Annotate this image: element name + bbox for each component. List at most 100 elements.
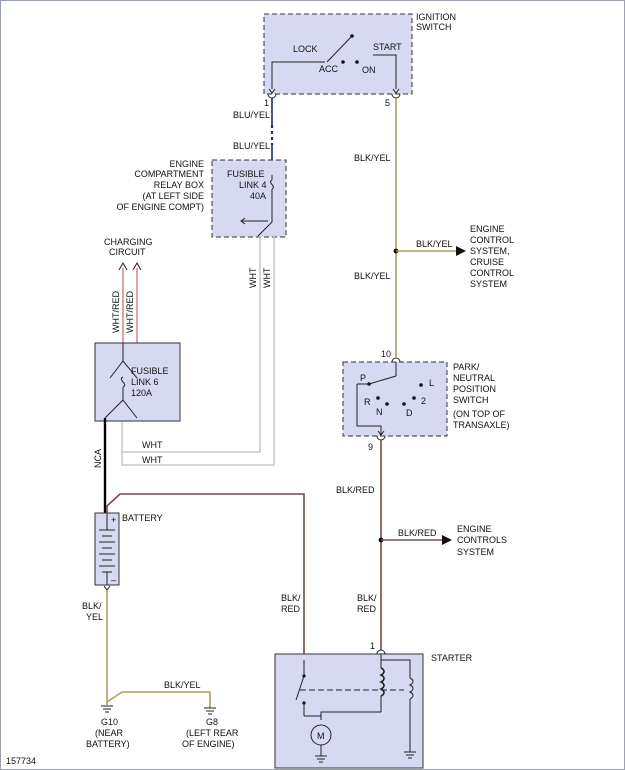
pn-connector-9 [376,435,386,441]
ignition-acc-contact [341,60,345,64]
starter-pull-in-coil [379,667,385,697]
wire-label-blk-yel-batt-1: BLK/ [82,601,102,611]
battery: + – BATTERY [94,512,163,591]
wire-label-blk-yel-ground: BLK/YEL [164,680,201,690]
pn-contact-l [419,383,423,387]
charging-arrow-icon-2 [132,261,142,271]
starter-connector-1 [376,649,386,655]
fusible-link-6-box [94,342,181,422]
wire-wht-inner [121,236,261,453]
charging-label-1: CHARGING [104,237,153,247]
engine-control-2-line-3: SYSTEM [457,547,494,557]
pn-contact-d [402,402,406,406]
arrow-right-icon-engine-control [456,246,466,256]
battery-label: BATTERY [122,513,163,523]
wire-label-blk-red-4b: RED [357,604,377,614]
starter-label: STARTER [431,653,473,663]
ignition-internal-wire-left [271,61,325,89]
ignition-lock-contact [350,34,354,38]
charging-circuit: CHARGING CIRCUIT WHT/RED WHT/RED [104,237,153,345]
ignition-switch: IGNITION SWITCH LOCK START ACC ON 1 5 [263,12,456,108]
fusible-link-6-lead-out-a [104,399,124,419]
ignition-acc-label: ACC [319,64,339,74]
ignition-internal-wire-right [373,54,397,89]
ignition-pin-1: 1 [264,98,269,108]
pn-label-6: TRANSAXLE) [453,420,510,430]
ground-g10-loc-2: BATTERY) [86,739,130,749]
pn-pos-p: P [360,373,366,383]
charging-arrow-icon-1 [118,261,128,271]
engine-control-1-line-6: SYSTEM [470,279,507,289]
ignition-switch-box [263,13,413,95]
wire-label-nca: NCA [93,449,103,468]
pn-label-3: POSITION [453,384,496,394]
pn-pos-r: R [364,397,371,407]
wire-label-blk-yel-2: BLK/YEL [416,239,453,249]
wire-label-blk-yel-3: BLK/YEL [354,271,391,281]
fusible-link-6: FUSIBLE LINK 6 120A [94,342,181,422]
engine-control-system-1: ENGINE CONTROL SYSTEM, CRUISE CONTROL SY… [470,224,514,289]
battery-plus: + [111,515,116,525]
wire-label-wht-red-1: WHT/RED [111,291,121,333]
ground-g8-loc-1: (LEFT REAR [186,728,239,738]
starter-pin-1: 1 [370,641,375,651]
fusible-link-4-lead [257,189,273,237]
arrow-right-icon-engine-controls [442,535,452,545]
relay-box-label-3: RELAY BOX [154,180,204,190]
ignition-on-contact [355,60,359,64]
battery-minus: – [111,575,116,585]
wire-label-wht-2: WHT [262,267,272,288]
ground-g8-name: G8 [206,717,218,727]
ignition-pin1-arrow [268,88,276,94]
engine-control-2-line-2: CONTROLS [457,535,507,545]
pn-label-4: SWITCH [453,395,489,405]
starter-box [274,653,424,769]
fusible-link-6-line-2: LINK 6 [131,377,159,387]
wire-label-blk-red-2: BLK/RED [398,528,437,538]
fusible-link-4-line-1: FUSIBLE [227,169,265,179]
pn-contact-2 [412,396,416,400]
pn-pos-d: D [406,408,413,418]
relay-box-label-4: (AT LEFT SIDE [142,191,204,201]
wire-label-wht-3: WHT [142,440,163,450]
pn-pos-l: L [429,378,434,388]
starter-contact-dot-top [302,674,306,678]
pn-pos-2: 2 [421,396,426,406]
pn-pos-n: N [376,407,383,417]
engine-control-2-line-1: ENGINE [457,524,492,534]
relay-box: ENGINE COMPARTMENT RELAY BOX (AT LEFT SI… [117,159,287,238]
engine-control-1-line-5: CONTROL [470,268,514,278]
wire-blk-yel-main: BLK/YEL BLK/YEL BLK/YEL [354,98,466,357]
park-neutral-switch: 10 P R N D 2 L 9 PARK/ NEUTRAL POSITION … [342,349,510,452]
wire-label-blk-red-4a: BLK/ [357,593,377,603]
wire-blk-red-pn-starter: BLK/RED BLK/RED BLK/ RED [336,440,452,650]
starter-internal-wire-top [381,659,411,678]
ground-g10-loc-1: (NEAR [95,728,124,738]
fusible-link-4-line-2: LINK 4 [239,180,267,190]
ignition-start-label: START [373,42,402,52]
fusible-link-6-lead-out-b [122,399,138,419]
ignition-switch-title-1: IGNITION [416,12,456,22]
fusible-link-6-line-3: 120A [131,388,152,398]
ignition-on-label: ON [362,65,376,75]
starter-hold-in-coil [408,677,414,700]
pn-label-5: (ON TOP OF [453,409,506,419]
wire-blk-yel-g10-g8 [106,691,211,708]
engine-control-1-line-1: ENGINE [470,224,505,234]
engine-control-1-line-4: CRUISE [470,257,504,267]
wire-label-blk-yel-batt-2: YEL [86,612,103,622]
wire-label-blk-red-3a: BLK/ [281,593,301,603]
pn-label-1: PARK/ [453,362,480,372]
ignition-lock-label: LOCK [293,44,318,54]
pn-internal-wire [356,384,382,436]
relay-box-label-1: ENGINE [169,159,204,169]
wire-nca: NCA [93,418,107,515]
pn-pin-9: 9 [368,442,373,452]
ignition-connector-5 [391,93,401,99]
fusible-link-6-lead-a [109,360,124,379]
wire-label-blk-red-3b: RED [281,604,301,614]
wire-label-wht-4: WHT [142,455,163,465]
fusible-link-4-symbol [270,179,274,190]
wire-blk-yel-ground: BLK/ YEL BLK/YEL [82,590,211,708]
